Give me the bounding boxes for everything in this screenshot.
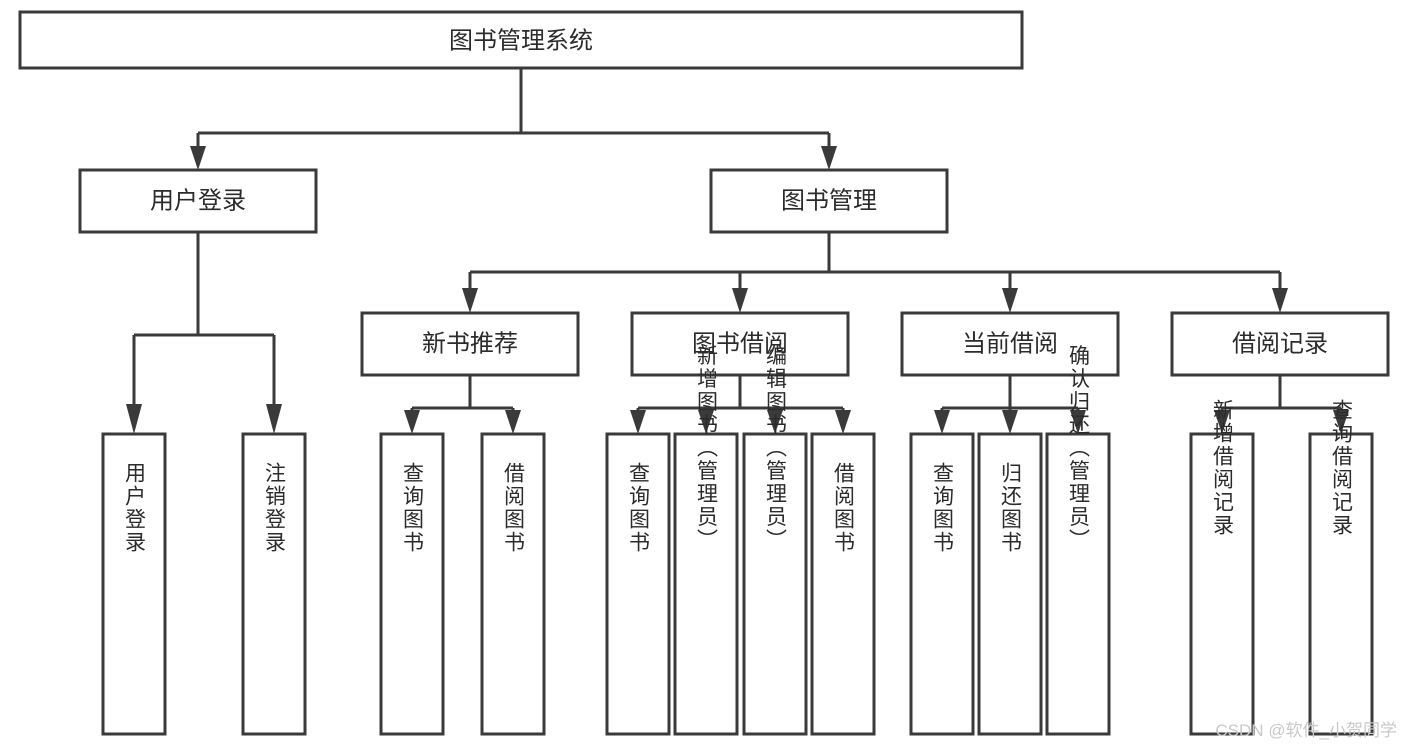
leaf-current-borrow-2[interactable]: 归还图书 <box>977 432 1043 736</box>
arrowhead-current-borrow <box>1002 288 1018 313</box>
leaf-new-book-2-label: 借阅图书 <box>502 462 526 554</box>
leaf-borrow-record-1[interactable]: 新增借阅记录 <box>1189 399 1255 736</box>
node-new-book-recommend[interactable]: 新书推荐 <box>360 311 580 377</box>
arrowhead-userlogin-leaf-2 <box>266 404 282 434</box>
node-current-borrow-label: 当前借阅 <box>962 330 1058 357</box>
leaf-book-borrow-1[interactable]: 查询图书 <box>605 432 671 736</box>
node-book-management[interactable]: 图书管理 <box>709 168 949 234</box>
leaf-book-borrow-4[interactable]: 借阅图书 <box>810 432 876 736</box>
leaf-current-borrow-1[interactable]: 查询图书 <box>909 432 975 736</box>
node-book-borrow-label: 图书借阅 <box>692 330 788 357</box>
leaf-book-borrow-2-label: 新增图书（管理员） <box>695 345 719 552</box>
leaf-user-login-1-label: 用户登录 <box>123 462 147 554</box>
leaf-book-borrow-3[interactable]: 编辑图书（管理员） <box>742 345 808 736</box>
leaf-current-borrow-1-label: 查询图书 <box>931 462 955 554</box>
node-book-management-label: 图书管理 <box>781 187 877 214</box>
node-borrow-record[interactable]: 借阅记录 <box>1170 311 1390 377</box>
node-borrow-record-label: 借阅记录 <box>1232 330 1328 357</box>
node-new-book-recommend-label: 新书推荐 <box>422 330 518 357</box>
arrowhead-currentborrow-leaf-2 <box>1002 410 1018 434</box>
arrowhead-bookborrow-leaf-1 <box>630 410 646 434</box>
arrowhead-borrow-record <box>1272 288 1288 313</box>
arrowhead-newbook-leaf-1 <box>404 410 420 434</box>
arrowhead-currentborrow-leaf-3 <box>1070 410 1086 434</box>
node-root[interactable]: 图书管理系统 <box>18 10 1024 70</box>
node-current-borrow[interactable]: 当前借阅 <box>900 311 1120 377</box>
leaf-borrow-record-2[interactable]: 查询借阅记录 <box>1308 399 1374 736</box>
arrowhead-borrowrecord-leaf-1 <box>1214 410 1230 434</box>
leaf-current-borrow-3[interactable]: 确认归还（管理员） <box>1045 345 1111 736</box>
leaf-new-book-1[interactable]: 查询图书 <box>379 432 445 736</box>
arrowhead-newbook-leaf-2 <box>505 410 521 434</box>
arrowhead-userlogin-leaf-1 <box>126 404 142 434</box>
leaf-borrow-record-2-label: 查询借阅记录 <box>1330 399 1354 537</box>
leaf-borrow-record-1-label: 新增借阅记录 <box>1211 399 1235 537</box>
arrowhead-book-mgmt <box>821 146 837 170</box>
arrowhead-bookborrow-leaf-3 <box>767 410 783 434</box>
leaf-book-borrow-1-label: 查询图书 <box>627 462 651 554</box>
arrowhead-bookborrow-leaf-4 <box>835 410 851 434</box>
node-root-label: 图书管理系统 <box>449 27 593 54</box>
arrowhead-borrowrecord-leaf-2 <box>1333 410 1349 434</box>
leaf-user-login-2[interactable]: 注销登录 <box>241 432 307 736</box>
node-user-login-label: 用户登录 <box>150 187 246 214</box>
leaf-current-borrow-2-label: 归还图书 <box>999 462 1023 554</box>
leaf-book-borrow-4-label: 借阅图书 <box>832 462 856 554</box>
arrowhead-user-login <box>190 146 206 170</box>
leaf-new-book-2[interactable]: 借阅图书 <box>480 432 546 736</box>
arrowhead-currentborrow-leaf-1 <box>934 410 950 434</box>
leaf-current-borrow-3-label: 确认归还（管理员） <box>1067 345 1091 552</box>
arrowhead-bookborrow-leaf-2 <box>698 410 714 434</box>
arrowhead-new-book <box>462 288 478 313</box>
leaf-user-login-2-label: 注销登录 <box>263 462 287 554</box>
leaf-new-book-1-label: 查询图书 <box>401 462 425 554</box>
arrowhead-book-borrow <box>732 288 748 313</box>
node-user-login[interactable]: 用户登录 <box>78 168 318 234</box>
node-book-borrow[interactable]: 图书借阅 <box>630 311 850 377</box>
leaf-book-borrow-3-label: 编辑图书（管理员） <box>764 345 788 552</box>
leaf-book-borrow-2[interactable]: 新增图书（管理员） <box>673 345 739 736</box>
leaf-user-login-1[interactable]: 用户登录 <box>101 432 167 736</box>
